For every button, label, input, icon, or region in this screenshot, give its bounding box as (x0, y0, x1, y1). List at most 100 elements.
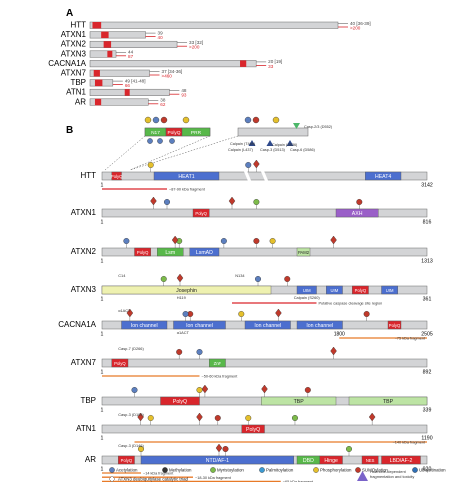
sumoylation-icon (196, 412, 203, 422)
normal-repeat-label: 20 [19] (268, 59, 282, 64)
inset-ptm-icon (182, 116, 190, 124)
domain-label: Ion channel (186, 323, 213, 329)
polyq-mark-atxn2 (103, 41, 112, 48)
pathogenic-repeat-label: 62 (160, 102, 166, 107)
ptm-icon (220, 237, 227, 244)
domain-ion-channel (121, 320, 168, 330)
row-annotation: fragmentation and toxicity (370, 474, 414, 479)
legend-icon-palmitoylation (259, 467, 265, 473)
pathogenic-repeat-label: >460 (162, 73, 173, 78)
fragment-label: ~140 kDa fragment (393, 441, 426, 445)
inset-ptm-icon (272, 116, 280, 124)
row-annotation: C14 (118, 273, 126, 278)
domain-label: UIM (386, 288, 394, 293)
legend-label: Ubiquitination (419, 468, 446, 473)
ptm-icon (123, 237, 130, 244)
domain-polyq (352, 285, 369, 295)
fragment-label: ~75 kDa fragment (395, 337, 426, 341)
ptm-icon (253, 198, 260, 205)
sumoylation-icon (176, 273, 184, 283)
normal-repeat-label: 40 [36-39] (350, 21, 371, 26)
domain-polyq (111, 358, 129, 368)
domain-label: DBD (303, 458, 314, 464)
domain-label: Lsm (165, 250, 175, 256)
inset-acetyl-icon (157, 138, 163, 144)
domain-ion-channel (296, 320, 343, 330)
domain-heat1 (153, 171, 220, 181)
domain-ion-channel (173, 320, 226, 330)
row-start-residue: 1 (101, 259, 104, 265)
ptm-icon (291, 415, 298, 422)
fragment-label: Putative caspase cleavage site region (319, 302, 383, 306)
ptm-icon (245, 161, 252, 168)
polyq-mark-atxn7 (93, 70, 100, 77)
protein-name-tbp: TBP (70, 78, 86, 87)
cleavage-triangle-green-icon (293, 123, 300, 129)
row-start-residue: 1 (101, 370, 104, 376)
domain-polyq (111, 171, 122, 181)
legend-icon-phosphorylation (313, 467, 319, 473)
ptm-icon (253, 237, 260, 244)
row-start-residue: 1 (101, 220, 104, 226)
legend-label: Myristoylation (217, 468, 244, 473)
row-start-residue: 1 (101, 297, 104, 303)
domain-polyq (134, 247, 151, 257)
ptm-icon (176, 349, 183, 356)
domain-nes (361, 455, 379, 465)
normal-repeat-label: 49 [41-48] (125, 78, 146, 83)
inset-cleavage-label: Calpain (T469) (230, 142, 256, 146)
normal-repeat-label: 44 (128, 50, 134, 55)
row-protein-name: ATXN1 (71, 208, 97, 217)
inset-ptm-icon (252, 116, 260, 124)
domain-label: PolyQ (389, 323, 401, 328)
inset-ptm-icon (160, 116, 168, 124)
inset-bar-right (237, 127, 309, 137)
domain-tbp (348, 396, 428, 406)
protein-bar-cacna1a (89, 60, 257, 68)
domain-label: LBD/AF-2 (390, 458, 413, 464)
row-start-residue: 1 (101, 467, 104, 473)
inset-cleavage-label: Calpain (S536) (272, 143, 298, 147)
row-annotation: N134 (235, 273, 245, 278)
row-start-residue: 1 (101, 183, 104, 189)
pathogenic-repeat-label: 33 (268, 64, 274, 69)
domain-znf (209, 358, 226, 368)
row-annotation: α1ACT (118, 308, 131, 313)
domain-label: LsmAD (196, 250, 213, 256)
ptm-icon (254, 276, 261, 283)
domain-label: TBP (383, 399, 394, 405)
fragment-label: ~18-30 kDa fragment (195, 476, 232, 480)
row-start-residue: 1 (101, 332, 104, 338)
row-backbone-bar (101, 247, 428, 257)
pathogenic-repeat-label: 93 (181, 93, 187, 98)
protein-bar-atxn7 (89, 69, 150, 77)
ptm-icon (284, 276, 291, 283)
domain-uim (296, 285, 317, 295)
ptm-icon (214, 415, 221, 422)
fragment-label: ~87-90 kDa fragment (169, 188, 206, 192)
ptm-icon (163, 198, 170, 205)
pathogenic-repeat-label: 66 (125, 83, 131, 88)
inset-acetyl-icon (147, 138, 153, 144)
row-tick-residue: 1800 (334, 332, 345, 338)
polyq-mark-ar (94, 98, 102, 106)
domain-label: TBP (294, 399, 305, 405)
sumoylation-icon (330, 346, 337, 356)
domain-heat4 (365, 171, 402, 181)
inset-acetyl-icon (169, 138, 175, 144)
domain-label: NES (366, 458, 375, 463)
zoom-guide (129, 135, 211, 171)
domain-label: NTD/AF-1 (206, 458, 229, 464)
domain-label: PAM2 (298, 250, 310, 255)
sumoylation-icon (201, 384, 209, 394)
protein-name-atn1: ATN1 (66, 88, 86, 97)
panel-a-label: A (66, 8, 73, 19)
normal-repeat-label: 37 [34-36] (162, 69, 183, 74)
protein-bar-atxn1 (89, 31, 146, 39)
